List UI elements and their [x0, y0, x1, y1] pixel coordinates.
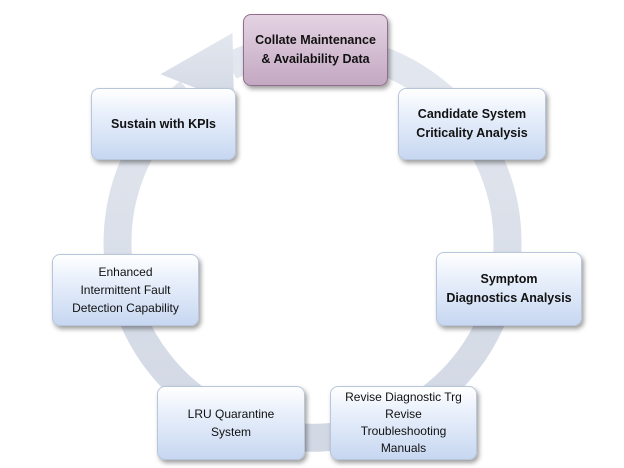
step-lru-quarantine: LRU Quarantine System — [157, 386, 305, 460]
step-sustain-kpis: Sustain with KPIs — [91, 88, 236, 160]
step-label: Enhanced Intermittent Fault Detection Ca… — [72, 265, 179, 315]
step-symptom-diagnostics: Symptom Diagnostics Analysis — [436, 252, 582, 326]
step-revise-diagnostic: Revise Diagnostic Trg Revise Troubleshoo… — [330, 386, 477, 460]
step-label: Candidate System Criticality Analysis — [416, 107, 528, 140]
step-label: Collate Maintenance & Availability Data — [255, 33, 376, 66]
step-label: Revise Diagnostic Trg Revise Troubleshoo… — [345, 390, 462, 455]
step-label: Symptom Diagnostics Analysis — [446, 272, 572, 305]
step-label: LRU Quarantine System — [187, 407, 275, 439]
step-enhanced-intermittent: Enhanced Intermittent Fault Detection Ca… — [52, 254, 199, 326]
step-collate-maintenance: Collate Maintenance & Availability Data — [243, 14, 388, 86]
step-candidate-system: Candidate System Criticality Analysis — [398, 88, 546, 160]
step-label: Sustain with KPIs — [111, 116, 216, 131]
ring-arrowhead — [160, 33, 234, 103]
